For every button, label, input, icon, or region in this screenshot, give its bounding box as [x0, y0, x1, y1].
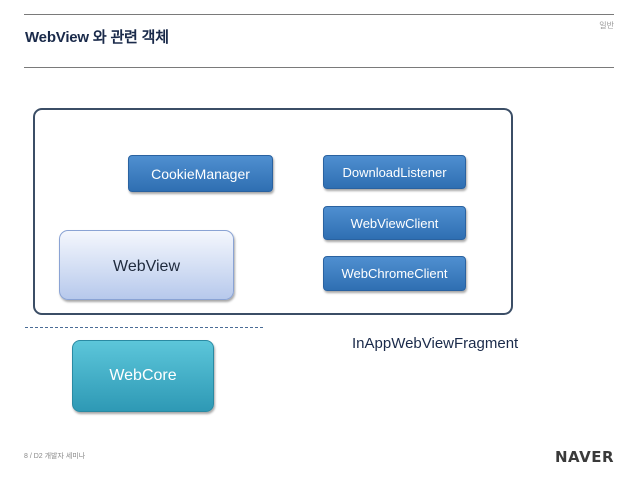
- webchrome-client-box: WebChromeClient: [323, 256, 466, 291]
- webview-box: WebView: [59, 230, 234, 300]
- slide-tag: 일반: [599, 21, 614, 30]
- dashed-separator: [25, 327, 263, 328]
- slide-footer: 8 / D2 개발자 세미나: [24, 453, 86, 460]
- slide-title: WebView 와 관련 객체: [25, 29, 169, 46]
- cookie-manager-box: CookieManager: [128, 155, 273, 192]
- webcore-box: WebCore: [72, 340, 214, 412]
- title-divider: [24, 67, 614, 68]
- top-divider: [24, 14, 614, 15]
- fragment-container-label: InAppWebViewFragment: [352, 335, 519, 352]
- webview-client-box: WebViewClient: [323, 206, 466, 240]
- download-listener-box: DownloadListener: [323, 155, 466, 189]
- naver-logo: NAVER: [554, 448, 614, 466]
- fragment-container-frame: [33, 108, 513, 315]
